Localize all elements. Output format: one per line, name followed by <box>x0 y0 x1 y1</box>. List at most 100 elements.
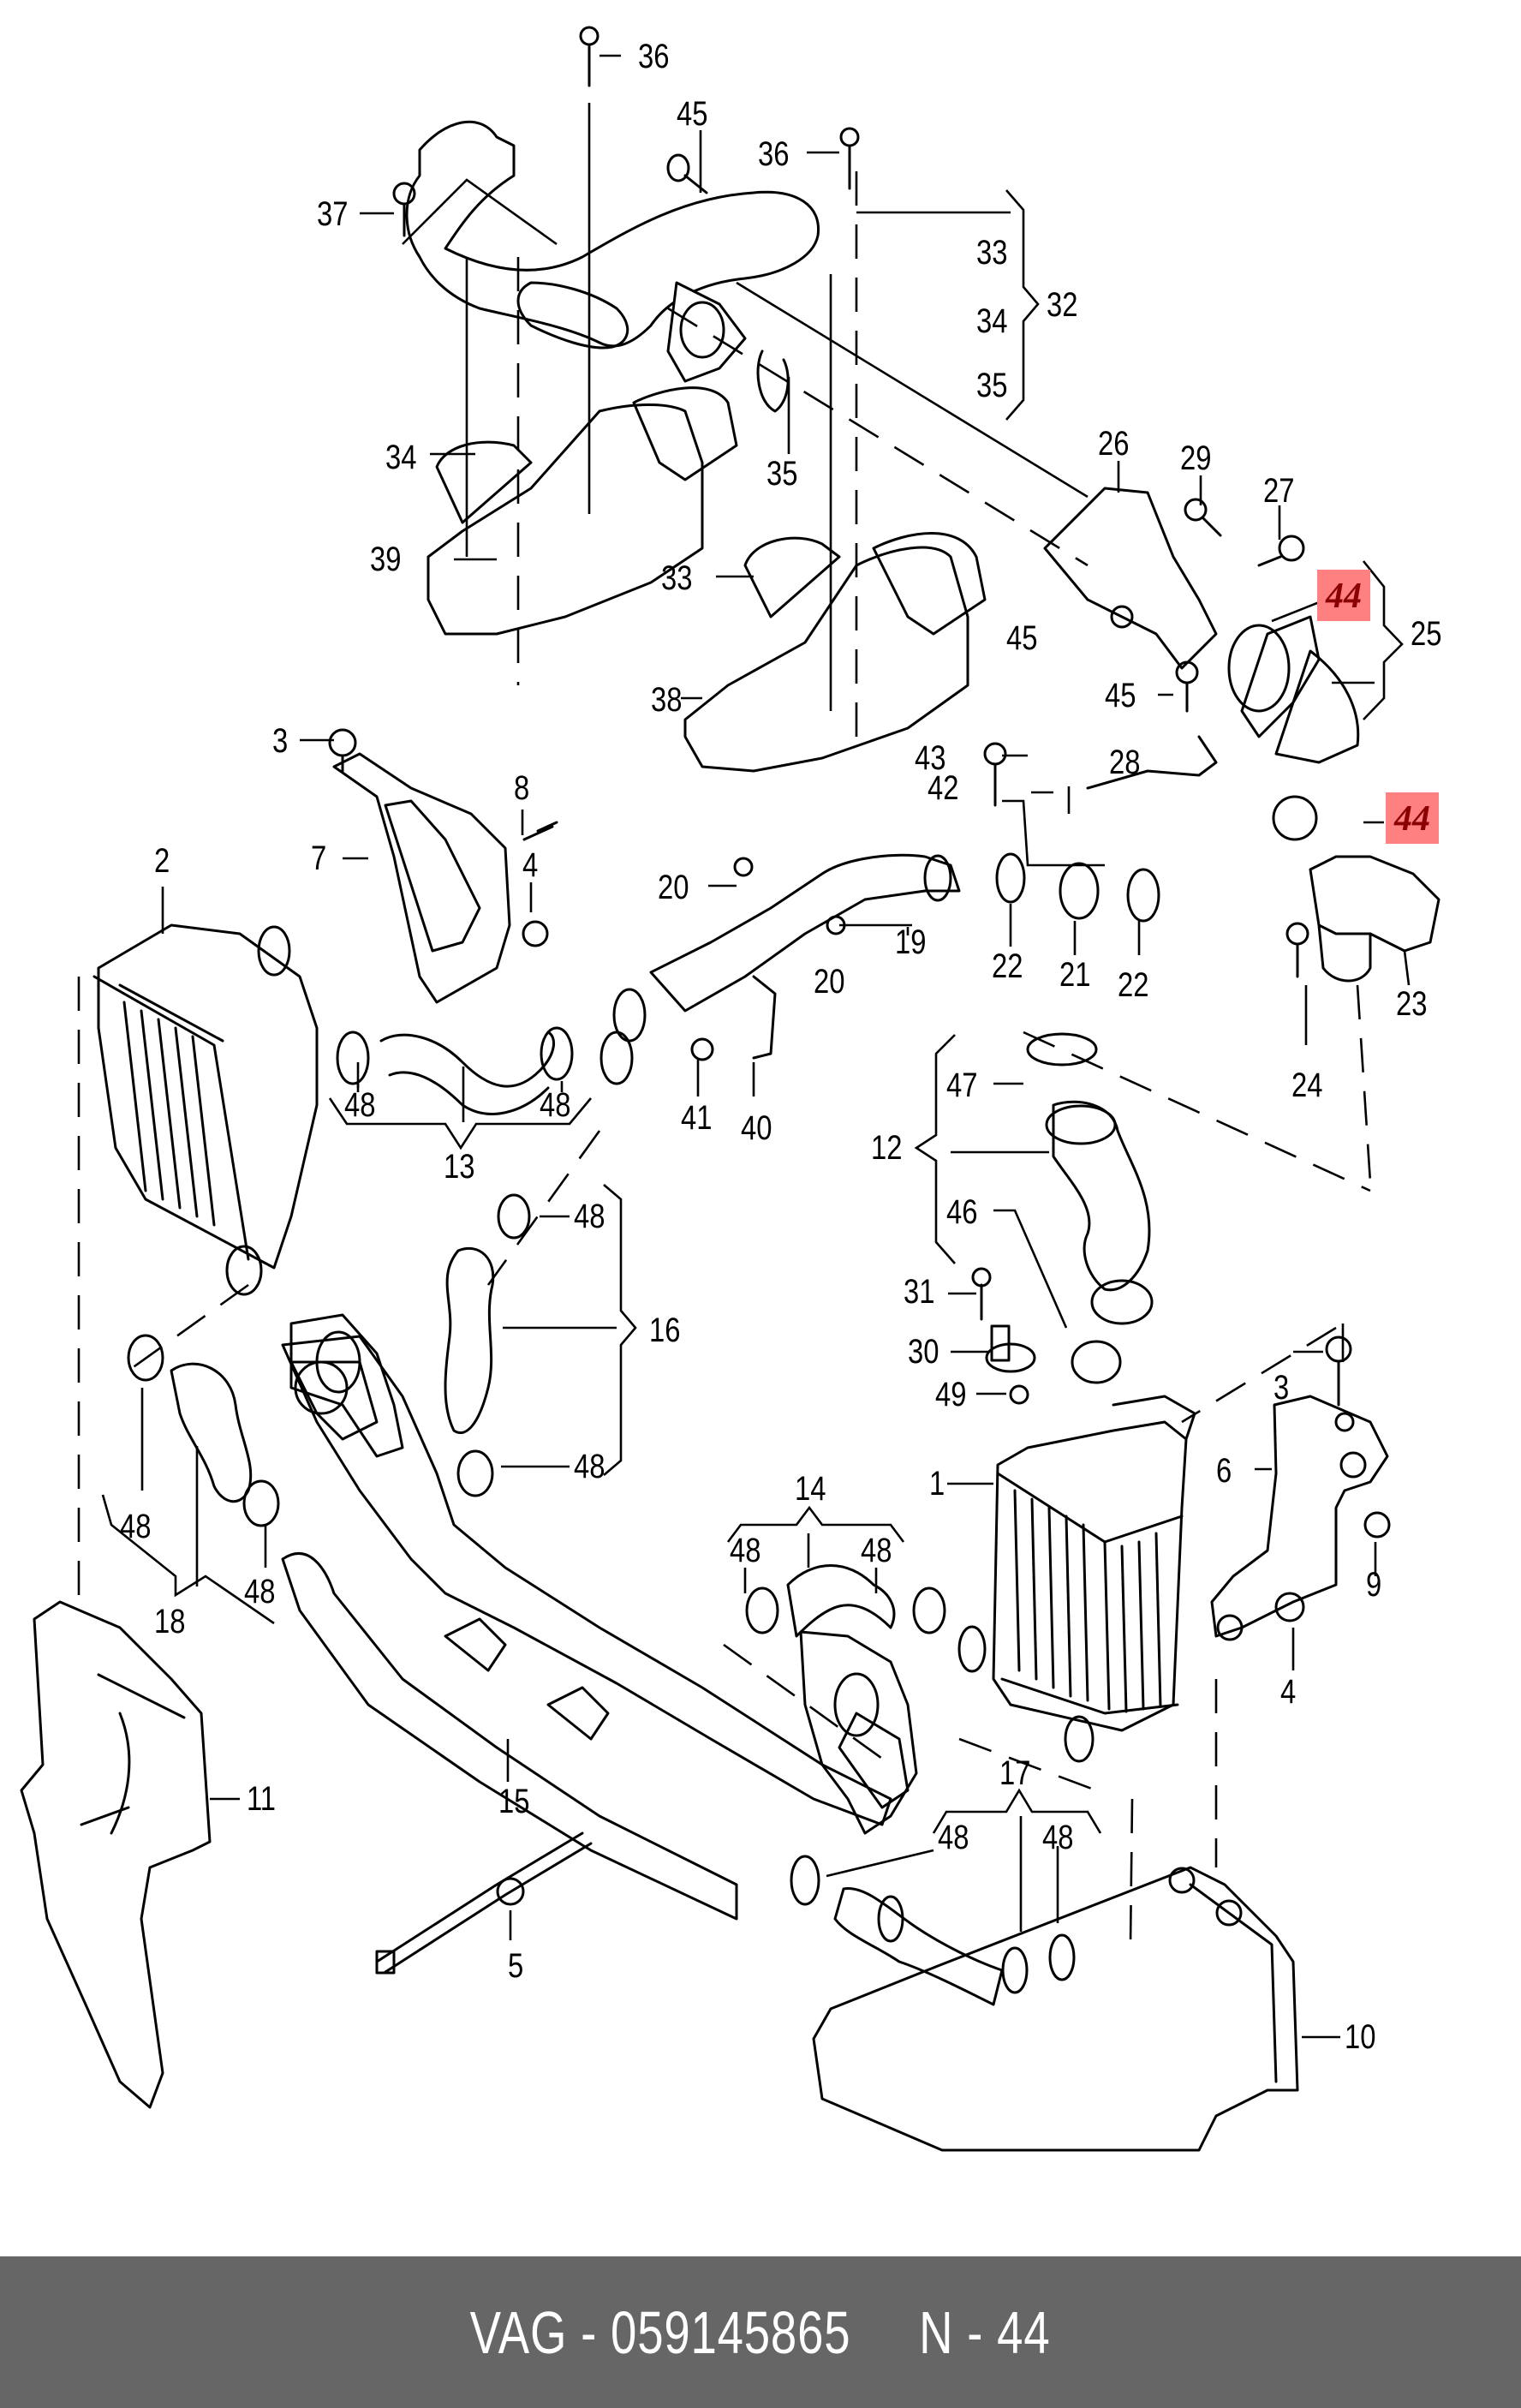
callout-39[interactable]: 39 <box>370 541 402 578</box>
pipe-15 <box>281 1335 910 1921</box>
callout-31[interactable]: 31 <box>904 1273 935 1311</box>
callout-48[interactable]: 48 <box>540 1086 571 1124</box>
gasket-plate <box>289 1313 404 1458</box>
hose-18 <box>101 1334 280 1625</box>
callout-36[interactable]: 36 <box>758 135 790 173</box>
callout-45[interactable]: 45 <box>677 95 708 133</box>
callout-48[interactable]: 48 <box>574 1448 605 1485</box>
callout-48[interactable]: 48 <box>120 1508 152 1545</box>
callout-26[interactable]: 26 <box>1098 425 1130 463</box>
callout-27[interactable]: 27 <box>1263 472 1295 510</box>
hose-13 <box>336 988 647 1115</box>
callout-45[interactable]: 45 <box>1105 677 1136 714</box>
callout-49[interactable]: 49 <box>935 1376 967 1413</box>
cable-tie-5 <box>375 1831 593 1975</box>
callout-45[interactable]: 45 <box>1006 619 1038 657</box>
intercooler-2 <box>92 923 319 1296</box>
callout-1[interactable]: 1 <box>929 1465 945 1503</box>
callout-12[interactable]: 12 <box>871 1129 903 1167</box>
callout-18[interactable]: 18 <box>154 1603 186 1640</box>
callout-35[interactable]: 35 <box>766 455 798 493</box>
callout-48[interactable]: 48 <box>1042 1819 1074 1856</box>
callout-48[interactable]: 48 <box>344 1086 376 1124</box>
pipe-26 <box>1043 487 1360 841</box>
callout-30[interactable]: 30 <box>908 1333 939 1371</box>
bolts-right-top <box>983 498 1440 983</box>
bracket-7 <box>328 728 558 1004</box>
hose-19 <box>649 852 1160 1061</box>
callout-33[interactable]: 33 <box>661 559 693 597</box>
callout-48[interactable]: 48 <box>730 1532 761 1569</box>
callout-25[interactable]: 25 <box>1411 615 1442 653</box>
leaders-mid <box>77 738 1141 1610</box>
callout-7[interactable]: 7 <box>311 840 327 877</box>
exploded-parts-diagram: 36 45 36 37 33 34 32 35 34 35 39 33 38 2… <box>20 26 1442 2152</box>
heat-shield-11 <box>20 1600 240 2109</box>
callout-38[interactable]: 38 <box>651 681 683 719</box>
callout-48[interactable]: 48 <box>938 1819 969 1856</box>
callout-48[interactable]: 48 <box>574 1198 605 1235</box>
bracket-6 <box>1181 1324 1391 1867</box>
callout-5[interactable]: 5 <box>508 1947 524 1985</box>
callout-37[interactable]: 37 <box>317 195 349 233</box>
manifold-39 <box>426 386 738 636</box>
air-guide-10 <box>812 1866 1340 2152</box>
callout-9[interactable]: 9 <box>1366 1566 1382 1604</box>
callout-29[interactable]: 29 <box>1180 439 1212 477</box>
bolts-top <box>392 26 860 237</box>
callout-32[interactable]: 32 <box>1047 286 1078 324</box>
intake-pipe-32 <box>405 120 820 413</box>
sensor-30 <box>948 1267 1036 1405</box>
callout-14[interactable]: 14 <box>795 1470 826 1508</box>
callout-2[interactable]: 2 <box>154 842 170 880</box>
callout-46[interactable]: 46 <box>946 1193 978 1231</box>
callout-20[interactable]: 20 <box>814 963 845 1001</box>
hose-14 <box>723 1505 1097 1792</box>
callout-48[interactable]: 48 <box>861 1532 892 1569</box>
callout-11[interactable]: 11 <box>247 1780 277 1818</box>
hose-12 <box>1026 1032 1154 1384</box>
callout-4[interactable]: 4 <box>522 846 539 884</box>
callout-20[interactable]: 20 <box>658 869 689 906</box>
callout-21[interactable]: 21 <box>1059 956 1091 994</box>
callout-10[interactable]: 10 <box>1345 2018 1376 2056</box>
hose-16 <box>444 1184 637 1497</box>
callout-35[interactable]: 35 <box>976 367 1008 404</box>
callout-24[interactable]: 24 <box>1291 1067 1323 1104</box>
callout-34[interactable]: 34 <box>976 302 1008 340</box>
callout-3[interactable]: 3 <box>272 722 289 760</box>
callout-15[interactable]: 15 <box>498 1783 530 1820</box>
callout-22[interactable]: 22 <box>992 947 1023 985</box>
leaders-12 <box>914 1031 1371 1329</box>
callout-43[interactable]: 43 <box>915 739 946 777</box>
part-number-text: VAG - 059145865 N - 44 <box>470 2298 1051 2366</box>
callout-16[interactable]: 16 <box>649 1312 681 1349</box>
callout-8[interactable]: 8 <box>514 769 530 807</box>
part-number-footer: VAG - 059145865 N - 44 <box>0 2256 1521 2408</box>
callout-44-highlighted[interactable]: 44 <box>1317 570 1370 621</box>
callout-42[interactable]: 42 <box>928 769 959 807</box>
callout-19[interactable]: 19 <box>895 923 927 961</box>
callout-6[interactable]: 6 <box>1216 1452 1232 1490</box>
callout-48[interactable]: 48 <box>244 1573 276 1610</box>
callout-22[interactable]: 22 <box>1118 966 1149 1004</box>
leaders-top <box>360 54 1089 745</box>
callout-4[interactable]: 4 <box>1280 1673 1297 1711</box>
callout-3[interactable]: 3 <box>1273 1369 1290 1407</box>
leaders-right-top <box>1002 461 1411 1183</box>
callout-23[interactable]: 23 <box>1396 985 1428 1023</box>
callout-33[interactable]: 33 <box>976 234 1008 272</box>
diagram-linework <box>20 26 1440 2152</box>
gasket-plate-lower <box>799 1630 918 1835</box>
callout-34[interactable]: 34 <box>385 439 417 476</box>
callout-44-highlighted[interactable]: 44 <box>1386 792 1439 844</box>
callout-40[interactable]: 40 <box>741 1109 772 1147</box>
callout-36[interactable]: 36 <box>638 38 670 75</box>
callout-17[interactable]: 17 <box>999 1754 1031 1792</box>
callout-28[interactable]: 28 <box>1109 744 1141 781</box>
hose-17 <box>790 1788 1134 2006</box>
intercooler-1 <box>947 1395 1196 1763</box>
callout-47[interactable]: 47 <box>946 1067 978 1104</box>
callout-13[interactable]: 13 <box>444 1148 475 1186</box>
callout-41[interactable]: 41 <box>681 1099 713 1137</box>
